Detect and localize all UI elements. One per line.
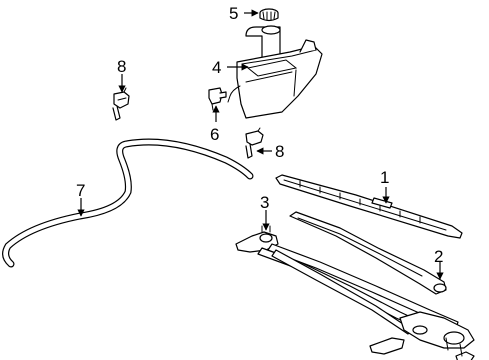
washer-nozzle-lower: [245, 127, 264, 159]
wiper-blade: [275, 174, 463, 239]
washer-pump: [208, 87, 227, 111]
callout-6: 6: [210, 125, 219, 144]
washer-reservoir: [227, 25, 323, 119]
washer-hose: [2, 138, 254, 268]
callout-1: 1: [380, 168, 389, 187]
reservoir-cap: [259, 8, 279, 22]
callout-5: 5: [229, 4, 238, 23]
callout-3: 3: [260, 193, 269, 212]
callout-4: 4: [212, 58, 221, 77]
callout-7: 7: [76, 181, 85, 200]
wiper-linkage: [235, 225, 475, 360]
callout-2: 2: [434, 247, 443, 266]
callout-8-upper: 8: [117, 57, 126, 76]
callout-8-right: 8: [275, 142, 284, 161]
washer-nozzle-upper: [112, 87, 130, 121]
wiper-arm: [289, 211, 447, 295]
